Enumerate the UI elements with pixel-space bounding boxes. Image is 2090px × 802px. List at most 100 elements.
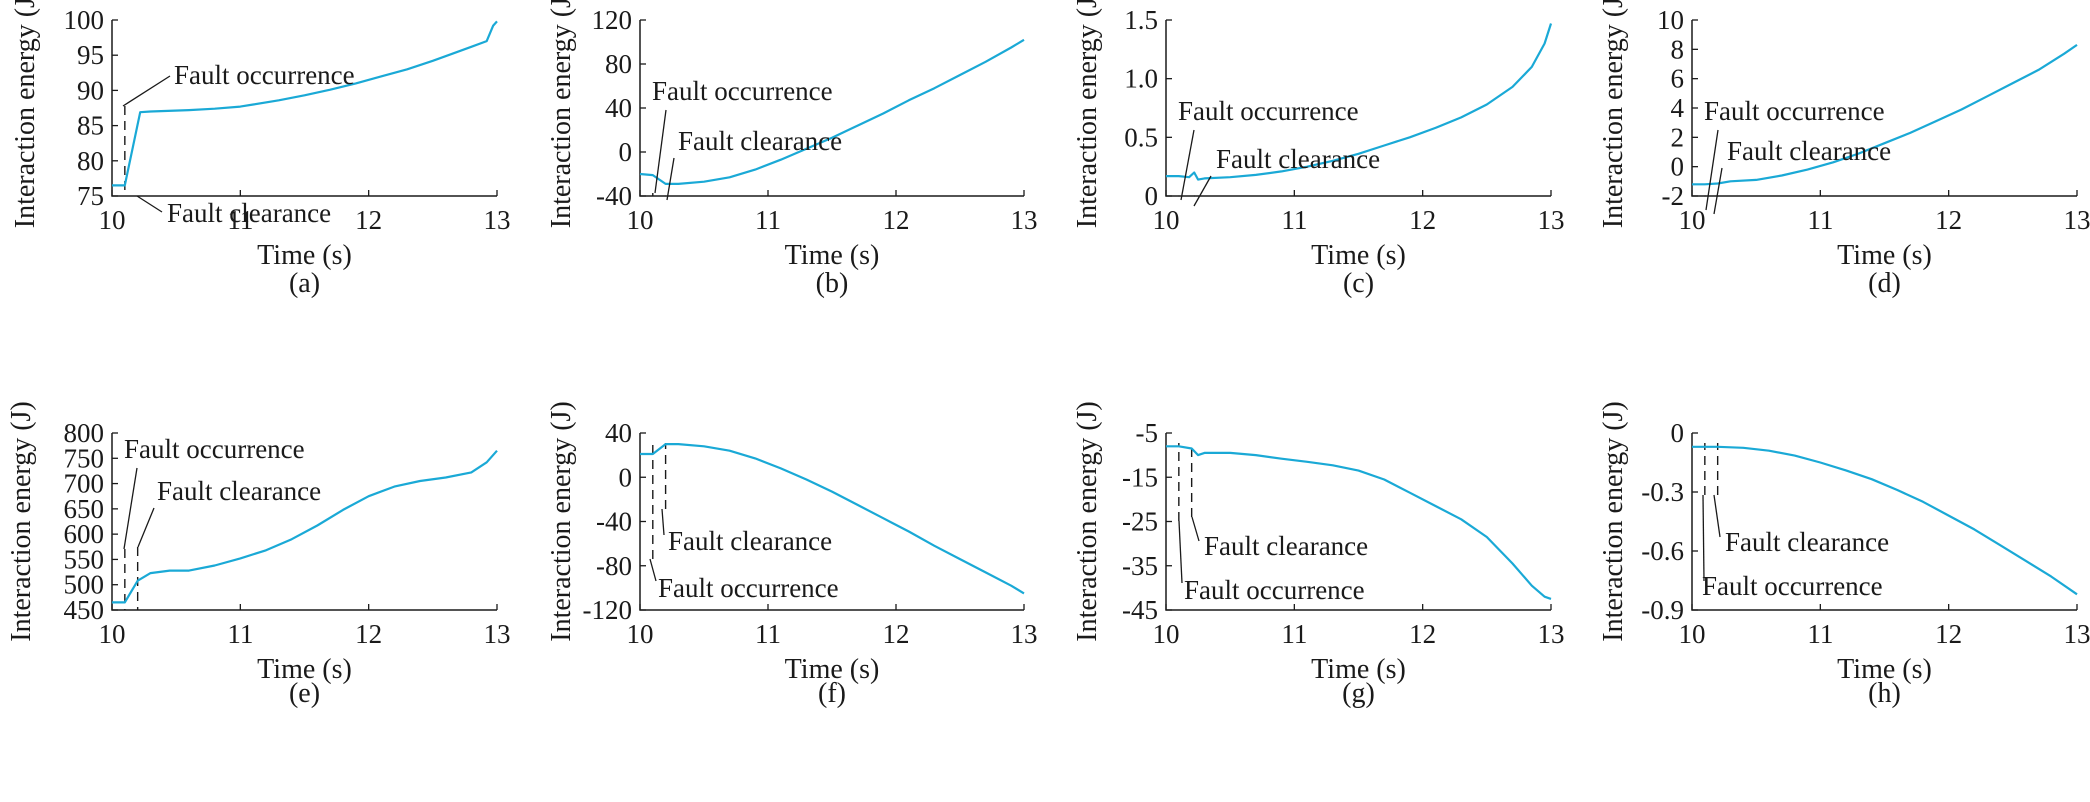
- axis-lines: [111, 20, 497, 197]
- x-axis-label: Time (s): [785, 654, 880, 685]
- fault-occurrence-annotation: Fault occurrence: [658, 573, 839, 603]
- y-tick-label: 0: [1145, 181, 1159, 211]
- series-line: [1166, 23, 1553, 181]
- panel-caption: (d): [1868, 268, 1901, 299]
- x-tick-label: 11: [227, 619, 253, 649]
- y-tick-label: 40: [605, 93, 632, 123]
- y-tick-label: 0: [619, 462, 633, 492]
- y-tick-label: -80: [596, 551, 632, 581]
- fault-clearance-leader: [666, 157, 675, 201]
- x-tick-label: 11: [755, 619, 781, 649]
- y-tick-label: 90: [77, 75, 104, 105]
- series-line: [639, 38, 1025, 185]
- fault-occurrence-annotation: Fault occurrence: [1704, 96, 1885, 126]
- fault-occurrence-leader: [122, 75, 171, 107]
- fault-occurrence-leader: [1178, 520, 1183, 584]
- x-tick-label: 13: [2064, 619, 2090, 649]
- y-tick-label: 80: [605, 49, 632, 79]
- x-axis-label: Time (s): [257, 240, 352, 271]
- panel-caption: (h): [1868, 678, 1901, 709]
- x-axis-label: Time (s): [1837, 240, 1932, 271]
- x-tick-label: 10: [1153, 619, 1180, 649]
- y-tick-label: 650: [64, 494, 105, 524]
- y-axis-label: Interaction energy (J): [1072, 0, 1103, 228]
- y-axis-label: Interaction energy (J): [1598, 401, 1629, 642]
- y-tick-label: 95: [77, 40, 104, 70]
- x-tick-label: 10: [1153, 205, 1180, 235]
- y-tick-label: 1.5: [1124, 5, 1158, 35]
- y-tick-label: 6: [1671, 64, 1685, 94]
- panel-caption: (g): [1342, 678, 1375, 709]
- series-line: [640, 443, 1025, 595]
- x-tick-label: 13: [484, 619, 511, 649]
- x-tick-label: 12: [883, 205, 910, 235]
- y-tick-label: 10: [1657, 5, 1684, 35]
- y-tick-label: 750: [64, 443, 105, 473]
- fault-occurrence-annotation: Fault occurrence: [652, 76, 833, 106]
- x-tick-label: 11: [1807, 619, 1833, 649]
- x-tick-label: 10: [1679, 205, 1706, 235]
- series-line: [112, 20, 498, 187]
- fault-clearance-leader: [1193, 175, 1212, 207]
- y-tick-label: 0: [1671, 418, 1685, 448]
- x-tick-label: 12: [1935, 619, 1962, 649]
- y-tick-label: -0.6: [1641, 536, 1684, 566]
- y-tick-label: -45: [1122, 595, 1158, 625]
- y-tick-label: -35: [1122, 551, 1158, 581]
- x-tick-label: 10: [627, 619, 654, 649]
- y-axis-label: Interaction energy (J): [1598, 0, 1629, 228]
- panel-caption: (a): [289, 268, 320, 299]
- series-line: [112, 449, 498, 604]
- y-tick-label: 2: [1671, 122, 1685, 152]
- fault-clearance-annotation: Fault clearance: [157, 476, 321, 506]
- y-tick-label: -2: [1662, 181, 1685, 211]
- y-tick-label: 100: [64, 5, 105, 35]
- y-tick-label: -0.3: [1641, 477, 1684, 507]
- x-tick-label: 10: [99, 619, 126, 649]
- fault-clearance-annotation: Fault clearance: [1204, 531, 1368, 561]
- fault-occurrence-annotation: Fault occurrence: [1178, 96, 1359, 126]
- fault-clearance-annotation: Fault clearance: [167, 198, 331, 228]
- y-tick-label: 8: [1671, 34, 1685, 64]
- fault-occurrence-leader: [649, 558, 657, 582]
- x-tick-label: 10: [1679, 619, 1706, 649]
- fault-occurrence-annotation: Fault occurrence: [1184, 575, 1365, 605]
- fault-occurrence-leader: [654, 109, 667, 194]
- y-tick-label: -25: [1122, 507, 1158, 537]
- x-tick-label: 13: [1011, 619, 1038, 649]
- x-axis-label: Time (s): [785, 240, 880, 271]
- x-axis-label: Time (s): [1311, 240, 1406, 271]
- y-tick-label: 500: [64, 570, 105, 600]
- x-tick-label: 13: [484, 205, 511, 235]
- y-tick-label: 450: [64, 595, 105, 625]
- fault-clearance-annotation: Fault clearance: [1727, 136, 1891, 166]
- x-tick-label: 12: [1409, 205, 1436, 235]
- x-tick-label: 11: [227, 205, 253, 235]
- fault-clearance-leader: [136, 195, 163, 213]
- x-tick-label: 10: [99, 205, 126, 235]
- y-tick-label: 75: [77, 181, 104, 211]
- fault-occurrence-leader: [123, 467, 138, 550]
- y-tick-label: 85: [77, 111, 104, 141]
- x-tick-label: 12: [355, 619, 382, 649]
- series-line: [1166, 445, 1552, 600]
- fault-clearance-annotation: Fault clearance: [678, 126, 842, 156]
- y-axis-label: Interaction energy (J): [10, 0, 41, 228]
- fault-occurrence-annotation: Fault occurrence: [124, 434, 305, 464]
- y-axis-label: Interaction energy (J): [6, 401, 37, 642]
- y-axis-label: Interaction energy (J): [546, 0, 577, 228]
- y-tick-label: 0.5: [1124, 122, 1158, 152]
- x-tick-label: 11: [1281, 619, 1307, 649]
- x-tick-label: 13: [2064, 205, 2090, 235]
- y-tick-label: -40: [596, 181, 632, 211]
- y-tick-label: 0: [1671, 152, 1685, 182]
- y-tick-label: -120: [583, 595, 633, 625]
- y-tick-label: 550: [64, 544, 105, 574]
